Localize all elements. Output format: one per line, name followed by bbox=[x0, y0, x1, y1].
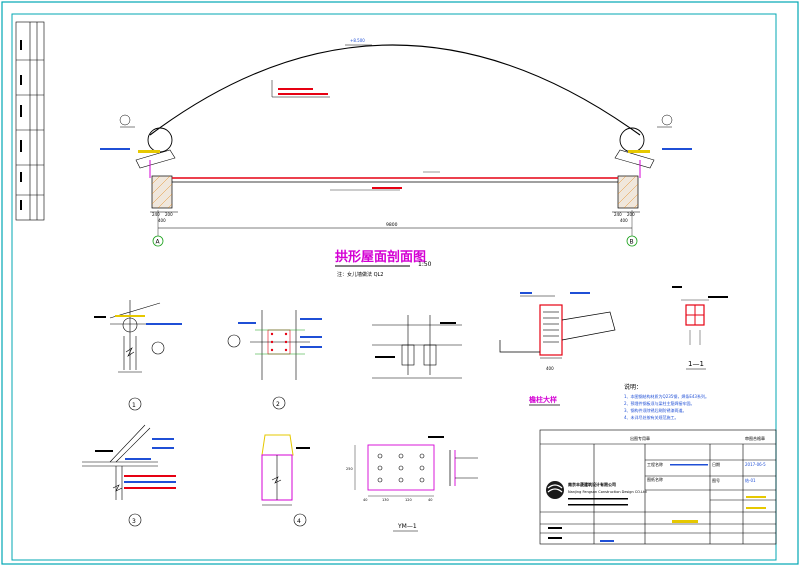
axis-bubble-b bbox=[626, 235, 638, 247]
main-title: 拱形屋面剖面图 bbox=[335, 249, 426, 265]
project-label: 工程名称 bbox=[647, 461, 663, 467]
notes: 说明： 1、本图钢结构材质为Q235钢，焊条E43系列。 2、预埋件钢板须与梁柱… bbox=[624, 383, 709, 420]
plate-ym1: 40 130 120 40 250 YM—1 bbox=[346, 436, 478, 532]
detail-num-3: 3 bbox=[132, 518, 136, 525]
sheet-label: 图号 bbox=[712, 477, 720, 483]
axis-bubble-a bbox=[152, 235, 164, 247]
right-support-circle bbox=[619, 127, 645, 153]
note-4: 4、未详尽处按有关规范施工。 bbox=[624, 414, 679, 420]
detail-2 bbox=[227, 310, 310, 410]
company-name-cn: 南京丰晟建筑设计有限公司 bbox=[568, 481, 616, 487]
overall-span: 9800 bbox=[386, 222, 398, 228]
left-column bbox=[151, 175, 173, 209]
arch-roof-section: +8.500 bbox=[100, 38, 692, 247]
notes-title: 说明： bbox=[624, 383, 642, 391]
plate-dim-h2: 130 bbox=[382, 498, 389, 502]
detail-num-1: 1 bbox=[132, 402, 136, 409]
main-note: 注：女儿墙做法 QL2 bbox=[337, 271, 384, 278]
note-2: 2、预埋件钢板须与梁柱主筋焊接牢固。 bbox=[624, 400, 695, 406]
detail-1 bbox=[109, 300, 165, 411]
note-1: 1、本图钢结构材质为Q235钢，焊条E43系列。 bbox=[624, 393, 709, 399]
inner-frame bbox=[11, 13, 777, 561]
dim-right-1: 240 bbox=[614, 212, 622, 217]
dim-right-2: 200 bbox=[627, 212, 635, 217]
section-1-1-label: 1—1 bbox=[688, 360, 704, 368]
main-scale: 1:50 bbox=[418, 261, 432, 268]
detail-4 bbox=[261, 434, 307, 527]
left-strip-marks bbox=[20, 40, 22, 210]
plate-dim-h3: 120 bbox=[405, 498, 412, 502]
plate-dim-h1: 40 bbox=[363, 498, 367, 502]
arch-curve bbox=[149, 44, 641, 136]
title-block bbox=[539, 429, 777, 545]
svg-text:400: 400 bbox=[546, 366, 554, 371]
date-label: 日期 bbox=[712, 461, 720, 467]
section-1-1: 1—1 bbox=[672, 286, 728, 370]
axis-label-b: B bbox=[630, 239, 634, 246]
column-detail-label: 檐柱大样 bbox=[529, 395, 557, 404]
date-value: 2017-06-5 bbox=[745, 462, 766, 467]
stamp-label: 出图专用章 bbox=[630, 435, 650, 441]
seal-label: 审图合格章 bbox=[745, 435, 765, 441]
dim-left-2: 200 bbox=[165, 212, 173, 217]
detail-3-knee bbox=[82, 424, 158, 527]
dim-left-3: 400 bbox=[158, 218, 166, 223]
company-name-en: Nanjing Fengsun Construction Design CO.L… bbox=[568, 490, 647, 494]
arch-elevation: +8.500 bbox=[350, 38, 365, 43]
detail-num-4: 4 bbox=[297, 518, 301, 525]
note-3: 3、钢构件须除锈后刷防锈漆两道。 bbox=[624, 407, 687, 413]
right-column bbox=[617, 175, 639, 209]
company-logo bbox=[546, 481, 564, 499]
left-title-strip bbox=[15, 21, 45, 221]
column-detail: 400 檐柱大样 bbox=[499, 292, 616, 406]
detail-3 bbox=[372, 315, 462, 379]
plate-dim-v1: 250 bbox=[346, 467, 353, 471]
plate-label: YM—1 bbox=[397, 523, 417, 530]
left-support-circle bbox=[147, 127, 173, 153]
axis-label-a: A bbox=[156, 239, 161, 246]
detail-2-bolts bbox=[270, 332, 288, 352]
plate-dim-h4: 40 bbox=[428, 498, 432, 502]
sheet-value: 结-01 bbox=[745, 477, 756, 483]
dim-left-1: 240 bbox=[152, 212, 160, 217]
dim-right-3: 400 bbox=[620, 218, 628, 223]
drawing-name-label: 图纸名称 bbox=[647, 476, 663, 482]
detail-num-2: 2 bbox=[276, 401, 280, 408]
